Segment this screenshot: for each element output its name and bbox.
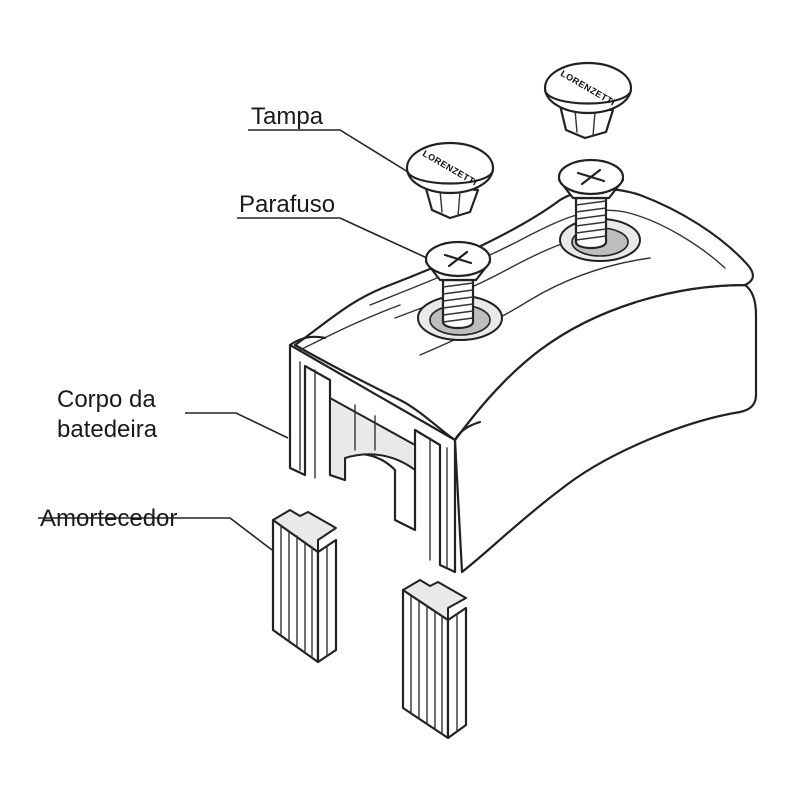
leader-damper [38,517,273,551]
screw-right [557,158,625,250]
label-damper: Amortecedor [40,505,178,532]
screw-left [424,240,492,330]
leader-body [185,412,289,439]
damper-left [271,509,338,664]
leader-cap [248,129,409,173]
leader-lines [38,129,428,551]
label-body-line1: Corpo da [57,386,156,413]
mixer-body [288,187,758,574]
label-body-line2: batedeira [57,416,158,443]
damper-right [401,579,468,740]
leader-screw [237,217,428,259]
label-screw: Parafuso [239,191,336,218]
cap-right: LORENZETTI [543,61,633,140]
body-cavity [329,397,416,481]
cap-left: LORENZETTI [405,141,495,220]
label-cap: Tampa [251,103,324,130]
